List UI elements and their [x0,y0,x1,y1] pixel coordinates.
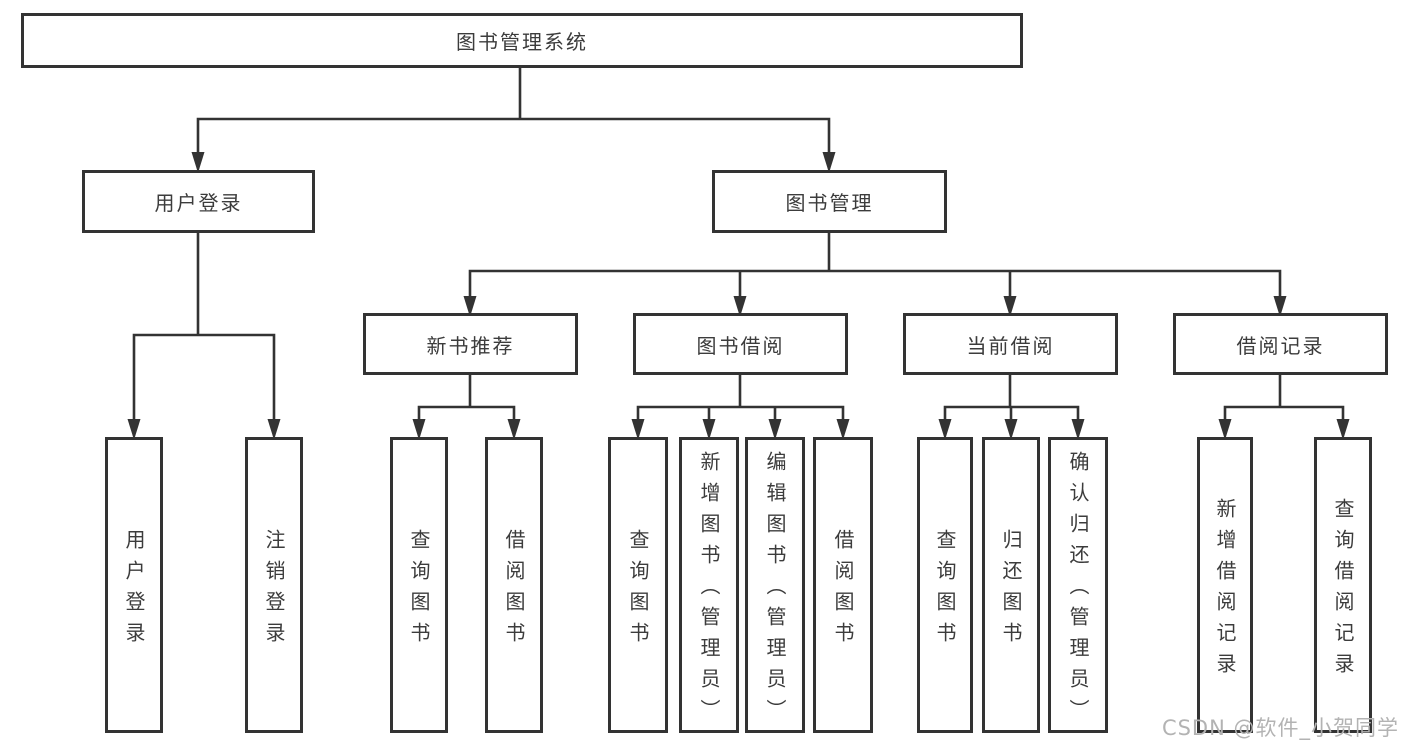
node-label: 借阅图书 [831,528,855,653]
node-br-query-borrow-record: 查询借阅记录 [1314,437,1372,733]
node-cb-return-books: 归还图书 [982,437,1040,733]
node-book-borrow: 图书借阅 [633,313,848,375]
node-label: 用户登录 [122,528,146,653]
node-user-login: 用户登录 [82,170,315,233]
node-label: 注销登录 [262,528,286,653]
node-label: 新书推荐 [426,333,515,358]
node-label: 归还图书 [999,528,1023,653]
node-label: 确认归还（管理员） [1066,451,1090,730]
node-label: 编辑图书（管理员） [763,451,787,730]
node-label: 图书借阅 [696,333,785,358]
node-label: 图书管理系统 [456,30,588,54]
node-label: 新增借阅记录 [1213,497,1237,684]
node-nb-borrow-books: 借阅图书 [485,437,543,733]
node-br-add-borrow-record: 新增借阅记录 [1197,437,1253,733]
node-label: 查询图书 [933,528,957,653]
node-label: 新增图书（管理员） [697,451,721,730]
node-cb-query-books: 查询图书 [917,437,973,733]
node-bb-edit-books-admin: 编辑图书（管理员） [745,437,805,733]
node-new-book-recommend: 新书推荐 [363,313,578,375]
node-label: 借阅图书 [502,528,526,653]
node-label: 用户登录 [154,191,243,215]
node-label: 查询借阅记录 [1331,497,1355,684]
node-book-management: 图书管理 [712,170,947,233]
node-current-borrow: 当前借阅 [903,313,1118,375]
node-label: 图书管理 [785,191,874,215]
node-ul-logout-login: 注销登录 [245,437,303,733]
node-bb-add-books-admin: 新增图书（管理员） [679,437,739,733]
node-cb-confirm-return-admin: 确认归还（管理员） [1048,437,1108,733]
node-label: 查询图书 [626,528,650,653]
node-library-management-system: 图书管理系统 [21,13,1023,68]
watermark: CSDN @软件_小贺同学 [1161,716,1399,740]
node-label: 查询图书 [407,528,431,653]
node-borrow-records: 借阅记录 [1173,313,1388,375]
node-nb-query-books: 查询图书 [390,437,448,733]
node-ul-user-login: 用户登录 [105,437,163,733]
node-label: 借阅记录 [1236,333,1325,358]
node-bb-query-books: 查询图书 [608,437,668,733]
node-label: 当前借阅 [966,333,1055,358]
node-bb-borrow-books: 借阅图书 [813,437,873,733]
